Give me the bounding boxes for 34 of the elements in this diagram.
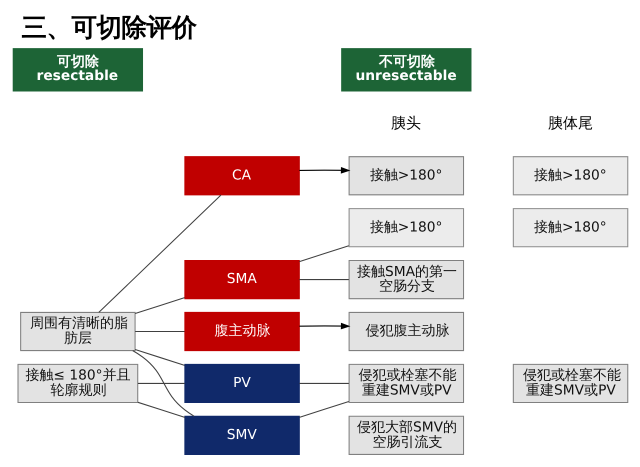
node-box: 接触>180°	[512, 208, 628, 248]
node-box: 可切除 resectable	[12, 48, 143, 92]
connector	[298, 245, 348, 262]
node-box: 腹主动脉	[184, 312, 300, 352]
connector	[134, 330, 184, 332]
connector	[137, 382, 184, 384]
node-box: 不可切除 unresectable	[340, 48, 471, 92]
node-box: SMV	[184, 416, 300, 455]
node-box: 侵犯腹主动脉	[348, 312, 464, 352]
node-box: 侵犯大部SMV的空肠引流支	[348, 416, 464, 455]
node-box: 周围有清晰的脂肪层	[20, 312, 136, 352]
node-box: 侵犯或栓塞不能重建SMV或PV	[348, 364, 464, 404]
connector	[298, 400, 348, 418]
node-box: 接触>180°	[348, 208, 464, 248]
label: 胰体尾	[547, 114, 592, 132]
node-box: SMA	[184, 260, 300, 300]
connector	[132, 350, 194, 417]
label: 胰头	[390, 114, 420, 132]
node-box: PV	[184, 364, 300, 404]
node-box: 接触>180°	[348, 156, 464, 196]
connector	[137, 402, 184, 418]
node-box: 侵犯或栓塞不能重建SMV或PV	[512, 364, 628, 404]
node-box: 接触>180°	[512, 156, 628, 196]
node-box: CA	[184, 156, 300, 196]
connector	[134, 297, 184, 314]
connector	[134, 349, 184, 366]
node-box: 接触≤ 180°并且轮廓规则	[16, 364, 138, 404]
arrow	[298, 166, 350, 174]
diagram-title: 三、可切除评价	[21, 12, 196, 42]
connector	[98, 194, 221, 313]
connector	[298, 382, 348, 384]
connector	[298, 279, 348, 280]
arrow	[298, 322, 350, 330]
node-box: 接触SMA的第一空肠分支	[348, 260, 464, 300]
